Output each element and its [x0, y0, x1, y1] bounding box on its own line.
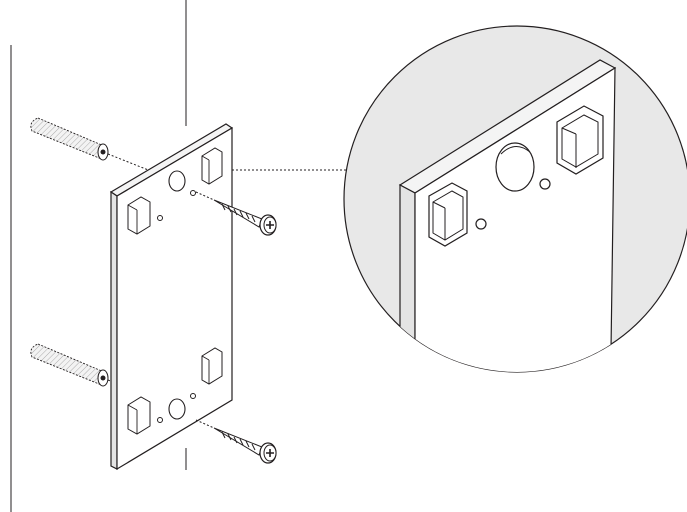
- zoom-small-hole: [539, 178, 551, 190]
- plate-side-edge: [110, 190, 118, 470]
- wall-anchor-top: [30, 117, 109, 161]
- plate-small-hole-bottom: [190, 393, 196, 399]
- magnifier-detail: [343, 25, 687, 373]
- wall: [10, 0, 187, 512]
- plate-mount-hole-top: [168, 170, 186, 192]
- plate-hook-bottom-right: [201, 347, 223, 385]
- zoom-hook-left: [428, 182, 468, 247]
- screw-leader-top: [195, 191, 215, 201]
- plate-small-hole-top-left: [157, 215, 163, 221]
- plate-small-hole-bottom-left: [157, 417, 163, 423]
- plate-hook-top-right: [201, 147, 223, 185]
- plate-small-hole-top: [190, 190, 196, 196]
- plate-hook-bottom-left: [127, 396, 151, 435]
- mounting-plate: [109, 123, 234, 471]
- zoom-small-hole-left: [475, 218, 487, 230]
- plate-mount-hole-bottom: [168, 398, 186, 420]
- zoom-hook-right: [556, 105, 604, 175]
- zoom-plate-side-edge: [399, 184, 416, 372]
- screw-bottom: [213, 427, 277, 464]
- plate-hook-top-left: [127, 196, 151, 235]
- wall-anchor-bottom: [30, 343, 109, 387]
- zoom-mount-hole: [495, 142, 535, 192]
- screw-leader-bottom: [195, 419, 215, 429]
- screw-top: [213, 199, 277, 236]
